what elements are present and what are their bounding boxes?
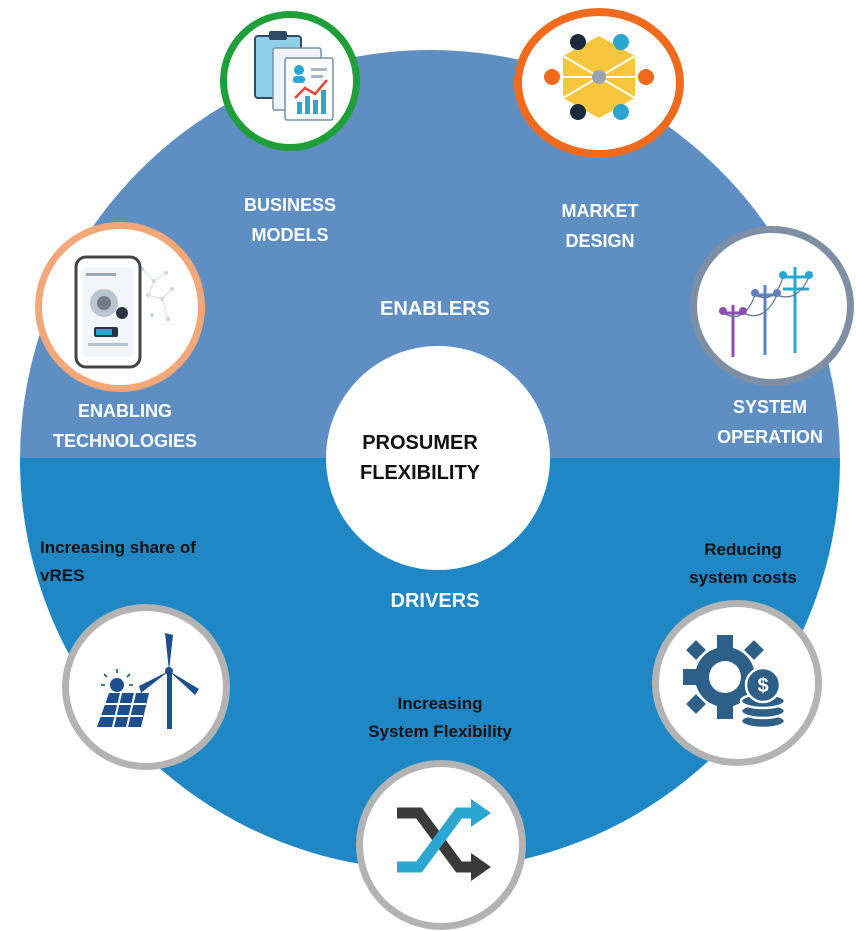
- documents-chart-icon: [254, 31, 334, 121]
- svg-text:$: $: [757, 675, 768, 697]
- center-label: PROSUMER FLEXIBILITY: [330, 428, 510, 488]
- system-flexibility-label: Increasing System Flexibility: [340, 690, 540, 746]
- market-design-label: MARKET DESIGN: [525, 196, 675, 256]
- drivers-half: [20, 458, 840, 870]
- solar-wind-icon: [97, 633, 199, 729]
- business-models-badge: [220, 11, 360, 151]
- system-operation-line1: SYSTEM: [732, 397, 807, 417]
- enabling-technologies-line2: TECHNOLOGIES: [52, 431, 197, 451]
- vres-line1: Increasing share of: [40, 538, 196, 557]
- enabling-technologies-line1: ENABLING: [78, 401, 172, 421]
- system-costs-line1: Reducing: [704, 540, 782, 559]
- business-models-line1: BUSINESS: [243, 195, 337, 215]
- system-operation-badge: [690, 226, 854, 386]
- system-operation-line2: OPERATION: [717, 427, 823, 447]
- system-costs-badge: $: [652, 600, 822, 766]
- center-circle: [326, 346, 550, 570]
- system-flexibility-line2: System Flexibility: [368, 722, 512, 741]
- network-hexagon-icon: [544, 34, 654, 120]
- market-design-badge: [514, 8, 684, 158]
- system-costs-label: Reducing system costs: [668, 536, 818, 592]
- enabling-technologies-badge: [35, 222, 205, 392]
- smartphone-app-icon: [74, 255, 174, 369]
- enabling-technologies-label: ENABLING TECHNOLOGIES: [45, 396, 205, 456]
- drivers-heading: DRIVERS: [390, 590, 480, 612]
- business-models-label: BUSINESS MODELS: [215, 190, 365, 250]
- system-flexibility-badge: [356, 760, 526, 930]
- enablers-heading: ENABLERS: [379, 298, 490, 320]
- system-costs-line2: system costs: [689, 568, 797, 587]
- shuffle-arrows-icon: [397, 799, 491, 881]
- vres-label: Increasing share of vRES: [40, 534, 250, 590]
- market-design-line1: MARKET: [561, 201, 639, 221]
- center-label-line2: FLEXIBILITY: [360, 462, 480, 484]
- vres-line2: vRES: [40, 566, 85, 585]
- center-label-line1: PROSUMER: [362, 432, 478, 454]
- business-models-line2: MODELS: [251, 225, 329, 245]
- power-lines-icon: [719, 267, 813, 357]
- enablers-half: [20, 50, 840, 458]
- system-operation-label: SYSTEM OPERATION: [690, 392, 850, 452]
- gear-coins-icon: $: [683, 635, 787, 730]
- market-design-line2: DESIGN: [565, 231, 635, 251]
- system-flexibility-line1: Increasing: [397, 694, 483, 713]
- vres-badge: [62, 604, 230, 770]
